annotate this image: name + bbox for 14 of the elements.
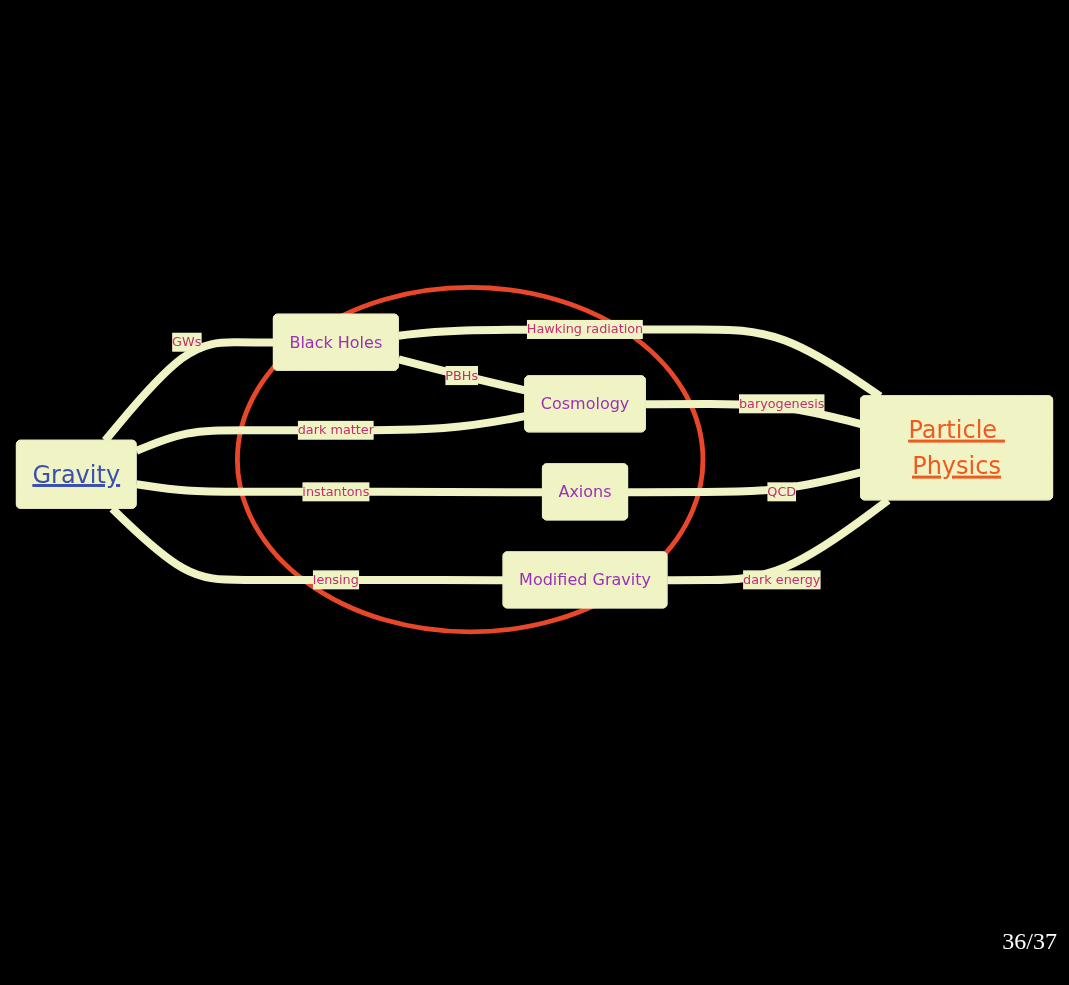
edge-label: dark matter <box>297 422 374 438</box>
connector <box>627 468 862 497</box>
edge-label: dark energy <box>743 572 821 588</box>
cluster <box>235 285 706 635</box>
connector <box>397 355 527 395</box>
edge-label: QCD <box>767 484 797 500</box>
edge-label: GWs <box>172 334 202 350</box>
edge-label: Hawking radiation <box>526 321 644 337</box>
connector <box>135 412 526 455</box>
page-number: 36/37 <box>1002 928 1057 955</box>
edge-label: instantons <box>302 484 370 500</box>
edge-label: PBHs <box>445 367 479 384</box>
edge-label: baryogenesis <box>738 396 825 412</box>
edge-label: lensing <box>312 572 359 588</box>
